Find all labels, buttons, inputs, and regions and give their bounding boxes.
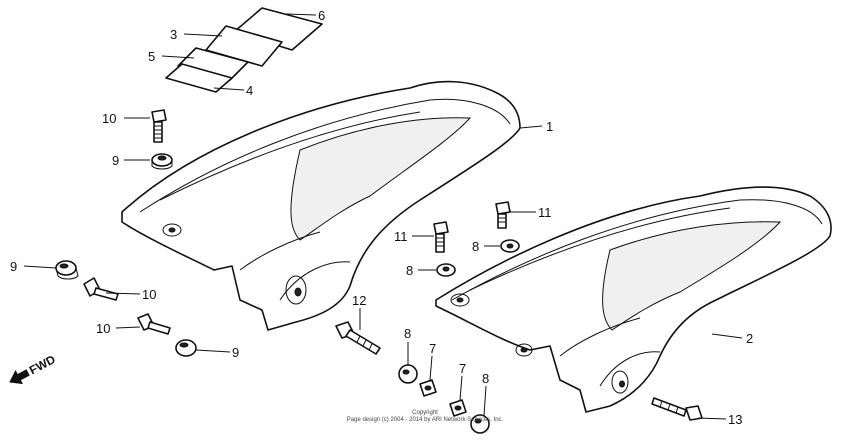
bolt-10-low [137, 313, 171, 335]
bolt-12 [335, 321, 381, 355]
callout-7-a: 7 [429, 341, 436, 356]
grommet-9-low [175, 339, 197, 357]
washer-8-lower [398, 364, 418, 384]
fender-left [121, 80, 521, 331]
callout-12: 12 [352, 293, 366, 308]
callout-9-top: 9 [112, 153, 119, 168]
callout-11-left: 11 [394, 229, 408, 244]
washer-8-bottom [470, 414, 490, 434]
callout-13: 13 [728, 412, 742, 427]
callout-10-top: 10 [102, 111, 116, 126]
washer-8-mid [436, 263, 456, 277]
fwd-label: FWD [27, 352, 58, 377]
copyright-notice: Copyright Page design (c) 2004 - 2014 by… [330, 410, 520, 424]
callout-6: 6 [318, 8, 325, 23]
callout-10-mid: 10 [142, 287, 156, 302]
callout-8-bottom: 8 [482, 371, 489, 386]
callout-4: 4 [246, 83, 253, 98]
callout-8-mid: 8 [406, 263, 413, 278]
copyright-line-2: Page design (c) 2004 - 2014 by ARI Netwo… [346, 417, 504, 423]
callout-2: 2 [746, 331, 753, 346]
callout-8-upper: 8 [472, 239, 479, 254]
nut-7-a [419, 379, 437, 397]
fwd-arrow-icon [9, 369, 30, 385]
callout-10-low: 10 [96, 321, 110, 336]
callout-9-left: 9 [10, 259, 17, 274]
callout-11-right: 11 [538, 205, 552, 220]
fwd-indicator: FWD [9, 352, 58, 385]
decal-4 [165, 63, 233, 93]
washer-8-upper [500, 239, 520, 253]
nut-7-b [449, 399, 467, 417]
bolt-13 [651, 397, 703, 421]
grommet-9-left [55, 260, 79, 280]
decal-3 [205, 25, 283, 67]
decal-6 [233, 7, 323, 51]
callouts: 1 2 3 4 5 6 10 9 9 10 10 9 11 11 8 8 12 … [10, 8, 753, 427]
callout-5: 5 [148, 49, 155, 64]
fender-right [435, 186, 832, 413]
callout-9-low: 9 [232, 345, 239, 360]
leader-lines [23, 13, 743, 420]
bolt-10-mid [83, 277, 119, 301]
bolt-11-right [495, 201, 511, 229]
callout-3: 3 [170, 27, 177, 42]
callout-7-b: 7 [459, 361, 466, 376]
decal-set [165, 7, 323, 93]
bolt-10-top [151, 109, 167, 143]
grommet-9-top [151, 153, 173, 170]
copyright-line-1: Copyright [412, 410, 438, 416]
bolt-11-left [433, 221, 449, 253]
callout-8-lower: 8 [404, 326, 411, 341]
callout-1: 1 [546, 119, 553, 134]
